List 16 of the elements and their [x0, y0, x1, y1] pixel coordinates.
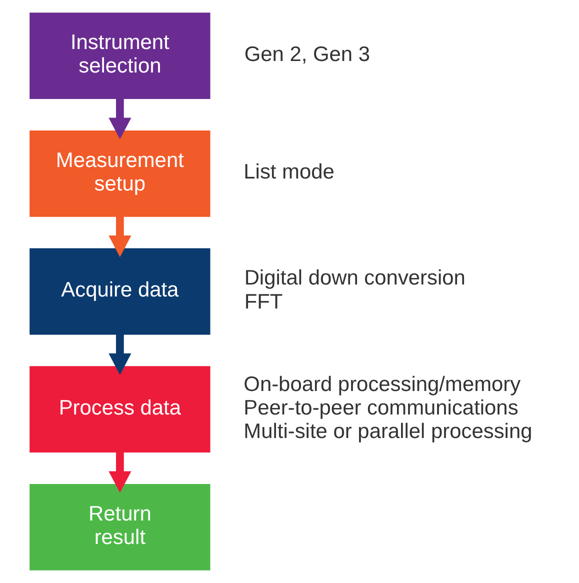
node-box: Acquire data — [30, 248, 210, 335]
node-box: Measurement setup — [30, 130, 210, 217]
node-label: Gen 2, Gen 3 — [244, 42, 370, 66]
node-label: On-board processing/memory — [244, 372, 521, 396]
node-label: Peer-to-peer communications — [244, 396, 518, 420]
arrow — [108, 334, 132, 375]
node-label: Multi-site or parallel processing — [244, 420, 532, 443]
node-box: Process data — [30, 366, 210, 453]
node-label: FFT — [244, 290, 283, 314]
node-box: Return result — [30, 484, 210, 570]
node-label: List mode — [244, 160, 334, 184]
arrow — [108, 216, 132, 258]
node-label: Digital down conversion — [244, 266, 466, 290]
arrow — [108, 452, 132, 493]
arrow — [108, 98, 132, 140]
node-box: Instrument selection — [30, 12, 210, 100]
